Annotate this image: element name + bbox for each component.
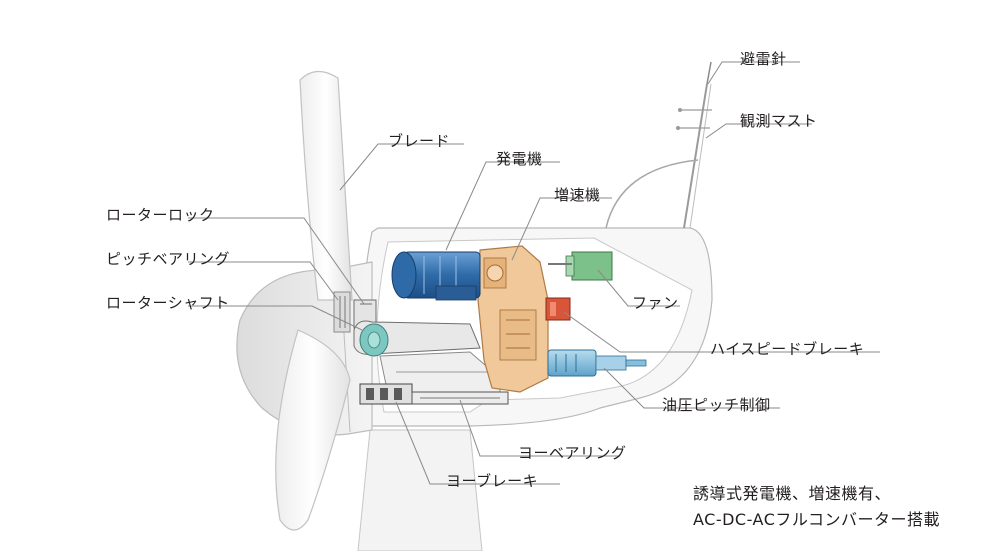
tower <box>357 429 483 551</box>
label-blade: ブレード <box>388 132 451 150</box>
label-generator: 発電機 <box>496 150 543 168</box>
rotor-shaft <box>353 320 481 357</box>
label-fan: ファン <box>632 294 679 312</box>
yaw-brake <box>359 383 413 405</box>
rotor-lock <box>353 299 377 329</box>
blade-lower <box>275 329 351 531</box>
hydraulic-pitch-unit <box>547 349 647 377</box>
fan <box>548 251 613 281</box>
blade-upper <box>299 70 353 301</box>
label-hydraulic-pitch: 油圧ピッチ制御 <box>662 396 771 414</box>
label-gearbox: 増速機 <box>554 186 601 204</box>
leader-lines <box>188 61 880 485</box>
label-rotor-shaft: ローターシャフト <box>106 294 230 312</box>
label-rotor-lock: ローターロック <box>106 206 215 224</box>
label-pitch-bearing: ピッチベアリング <box>106 250 231 268</box>
lightning-rod <box>706 61 712 85</box>
generator <box>391 251 481 301</box>
high-speed-brake <box>545 297 571 321</box>
label-lightning-rod: 避雷針 <box>740 50 787 68</box>
observation-mast <box>605 83 712 229</box>
yaw-bearing <box>411 391 509 405</box>
caption-line-1: 誘導式発電機、増速機有、 <box>693 484 892 503</box>
gearbox <box>477 245 549 393</box>
caption-line-2: AC-DC-ACフルコンバーター搭載 <box>693 510 941 529</box>
label-yaw-bearing: ヨーベアリング <box>518 444 627 462</box>
label-observation-mast: 観測マスト <box>740 112 818 130</box>
label-yaw-brake: ヨーブレーキ <box>446 472 539 490</box>
label-high-speed-brake: ハイスピードブレーキ <box>710 340 865 358</box>
